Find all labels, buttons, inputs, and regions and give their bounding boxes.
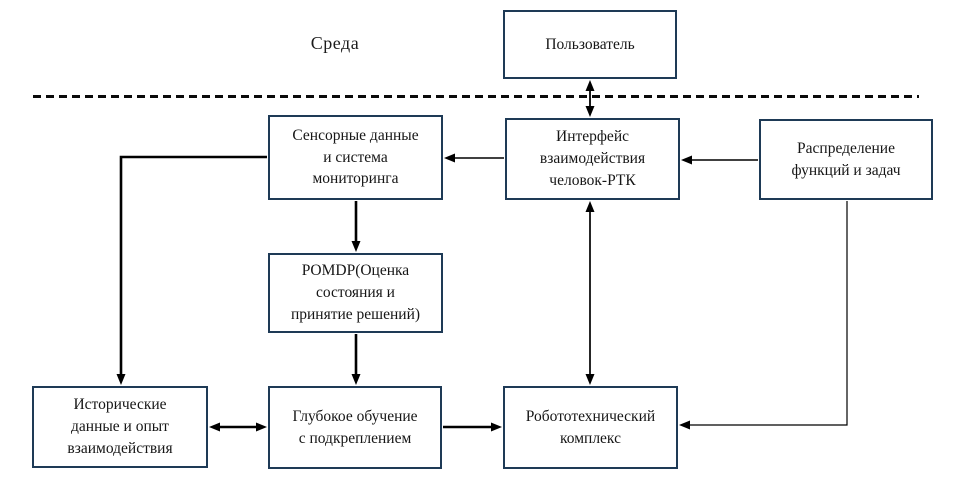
environment-label: Среда [310, 33, 360, 53]
arrow-interface-robot [585, 201, 595, 385]
arrow-distribution-to-robot [679, 201, 848, 430]
robotic-complex-box-label: Робототехнический комплекс [525, 407, 656, 447]
human-rtk-interface-box-label: Интерфейс взаимодействия человок-РТК [539, 128, 646, 189]
arrow-sensor-to-pomdp [351, 201, 361, 252]
arrow-user-interface [585, 80, 595, 117]
arrow-history-deeplearning [209, 422, 267, 432]
user-box: Пользователь [503, 10, 677, 79]
function-task-distribution-box-label: Распределение функций и задач [791, 139, 901, 179]
arrow-deeplearning-to-robot [443, 422, 502, 432]
deep-reinforcement-learning-box: Глубокое обучение с подкреплением [268, 386, 442, 469]
arrow-interface-to-sensor [444, 153, 504, 163]
pomdp-box-label: POMDP(Оценка состояния и принятие решени… [290, 262, 421, 323]
user-box-label: Пользователь [545, 35, 635, 53]
arrow-distribution-to-interface [681, 155, 758, 165]
arrow-pomdp-to-deeplearning [351, 334, 361, 385]
environment-boundary-dashed-line [33, 95, 919, 98]
historical-data-box-label: Исторические данные и опыт взаимодействи… [67, 396, 173, 457]
function-task-distribution-box: Распределение функций и задач [759, 119, 933, 200]
deep-reinforcement-learning-box-label: Глубокое обучение с подкреплением [292, 407, 418, 447]
robotic-complex-box: Робототехнический комплекс [503, 386, 678, 469]
arrow-sensor-to-history [116, 155, 267, 385]
human-rtk-interface-box: Интерфейс взаимодействия человок-РТК [505, 118, 680, 200]
pomdp-box: POMDP(Оценка состояния и принятие решени… [268, 253, 443, 333]
sensor-data-box: Сенсорные данные и система мониторинга [268, 115, 443, 200]
sensor-data-box-label: Сенсорные данные и система мониторинга [292, 126, 419, 188]
historical-data-box: Исторические данные и опыт взаимодействи… [32, 386, 208, 468]
